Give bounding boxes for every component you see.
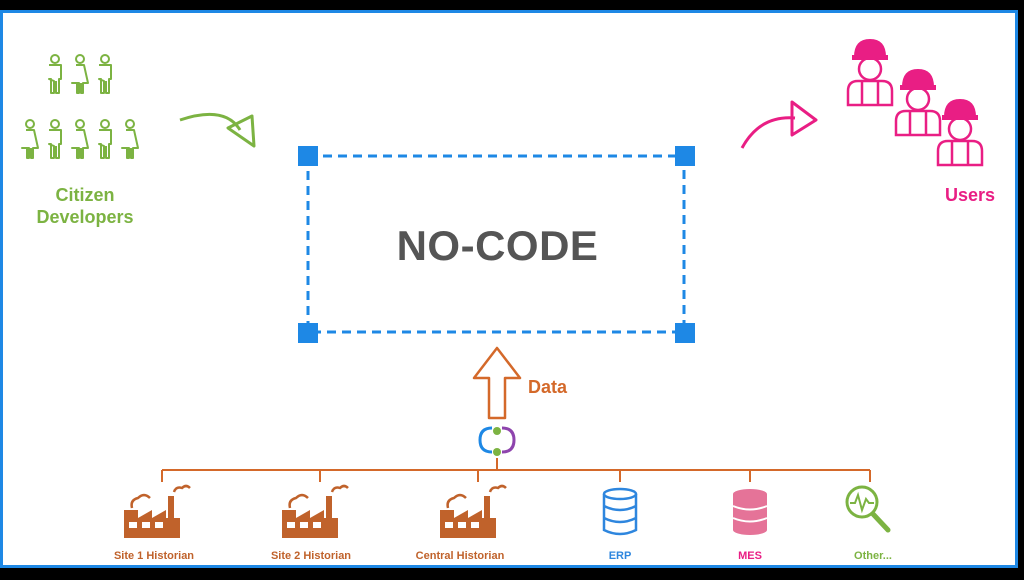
citizen-developers-label: Citizen Developers — [10, 184, 160, 228]
erp-database-icon — [602, 487, 638, 536]
factory-icon — [438, 484, 508, 540]
green-curved-arrow-icon — [179, 112, 256, 148]
magnifier-chart-icon — [845, 485, 891, 533]
connector-lines — [161, 458, 871, 482]
factory-icon — [122, 484, 192, 540]
citizen-label-line2: Developers — [36, 207, 134, 227]
source-label-site1-historian: Site 1 Historian — [113, 550, 195, 562]
data-up-arrow-icon — [472, 346, 522, 420]
data-label: Data — [528, 377, 568, 397]
source-label-mes: MES — [738, 550, 762, 562]
factory-icon — [280, 484, 350, 540]
citizen-label-line1: Citizen — [55, 185, 115, 205]
pink-curved-arrow-icon — [740, 100, 818, 149]
no-code-title: NO-CODE — [396, 222, 599, 269]
source-label-site2-historian: Site 2 Historian — [270, 550, 352, 562]
users-label: Users — [944, 185, 996, 205]
citizen-developers-icon — [21, 54, 139, 159]
no-code-box — [298, 146, 695, 343]
source-label-central-historian: Central Historian — [415, 550, 505, 562]
source-label-erp: ERP — [608, 550, 632, 562]
users-icon — [846, 37, 984, 167]
source-label-other: Other... — [854, 550, 892, 562]
mes-database-icon — [732, 489, 768, 535]
integration-hub-icon — [478, 426, 516, 456]
